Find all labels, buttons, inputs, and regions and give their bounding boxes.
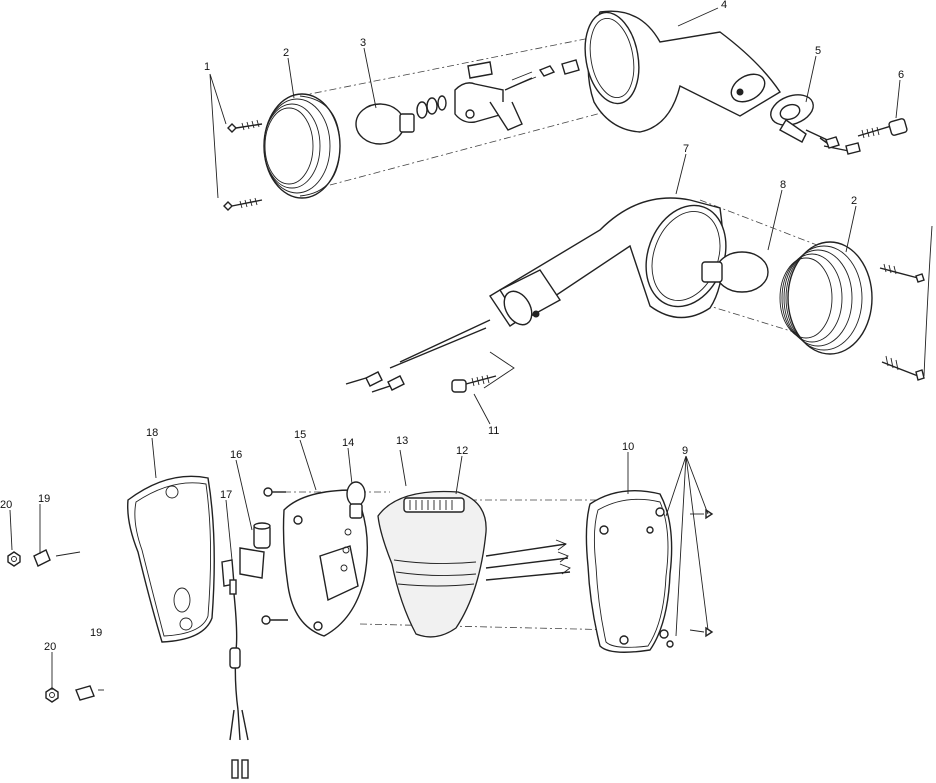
callout-14: 14: [342, 437, 354, 449]
callout-6: 6: [898, 69, 904, 81]
callout-2: 2: [283, 47, 289, 59]
clip-part-19-lower: [75, 685, 104, 701]
upper-turn-signal-assembly: [223, 10, 908, 211]
bulb-part-14: [346, 481, 366, 519]
callout-10: 10: [622, 441, 634, 453]
lens-part-2-lower: [779, 241, 873, 355]
callout-numbers: 1 2 3 4 5 6 7 8 2 11 18 16 15 14 13 12 1…: [0, 0, 904, 653]
base-plate-part-18: [127, 475, 215, 643]
bulb-part-3: [355, 95, 447, 145]
screw-lower-part-1: [223, 197, 263, 211]
callout-9: 9: [682, 445, 688, 457]
callout-11: 11: [488, 425, 499, 437]
middle-turn-signal-assembly: [345, 197, 925, 393]
callout-16: 16: [230, 449, 242, 461]
grommet-part-5: [770, 94, 861, 155]
callout-2-middle: 2: [851, 195, 857, 207]
housing-part-15: [261, 487, 368, 637]
screw-lens-upper: [879, 263, 925, 283]
callout-19-upper: 19: [38, 493, 50, 505]
callout-8: 8: [780, 179, 786, 191]
callout-3: 3: [360, 37, 366, 49]
nut-part-20-upper: [7, 551, 21, 567]
screw-upper-part-1: [227, 119, 263, 133]
callout-15: 15: [294, 429, 306, 441]
callout-5: 5: [815, 45, 821, 57]
callout-1: 1: [204, 61, 210, 73]
callout-17: 17: [220, 489, 232, 501]
lens-part-2-upper: [263, 93, 341, 199]
callout-13: 13: [396, 435, 408, 447]
lens-part-13: [377, 490, 487, 638]
callout-18: 18: [146, 427, 158, 439]
socket-part-16: [239, 522, 271, 579]
callout-20-upper: 20: [0, 499, 12, 511]
nut-part-20-lower: [45, 687, 59, 703]
bracket-part-12: [485, 539, 571, 581]
callout-12: 12: [456, 445, 468, 457]
frame-part-10: [585, 489, 673, 653]
leader-lines: [9, 7, 933, 690]
screws-part-9: [646, 508, 714, 648]
clip-part-19-upper: [33, 549, 81, 567]
socket-bracket: [454, 59, 580, 131]
wire-harness-part-17: [221, 559, 249, 779]
callout-4: 4: [721, 0, 727, 11]
bulb-part-8: [701, 251, 769, 293]
tail-light-assembly: [7, 475, 714, 779]
screw-lens-lower: [881, 355, 925, 381]
callout-19-lower: 19: [90, 627, 102, 639]
bolt-part-11: [451, 351, 515, 393]
callout-7: 7: [683, 143, 689, 155]
housing-part-4: [584, 10, 781, 133]
housing-part-7: [345, 197, 727, 393]
bolt-part-6: [857, 118, 908, 139]
callout-20-lower: 20: [44, 641, 56, 653]
